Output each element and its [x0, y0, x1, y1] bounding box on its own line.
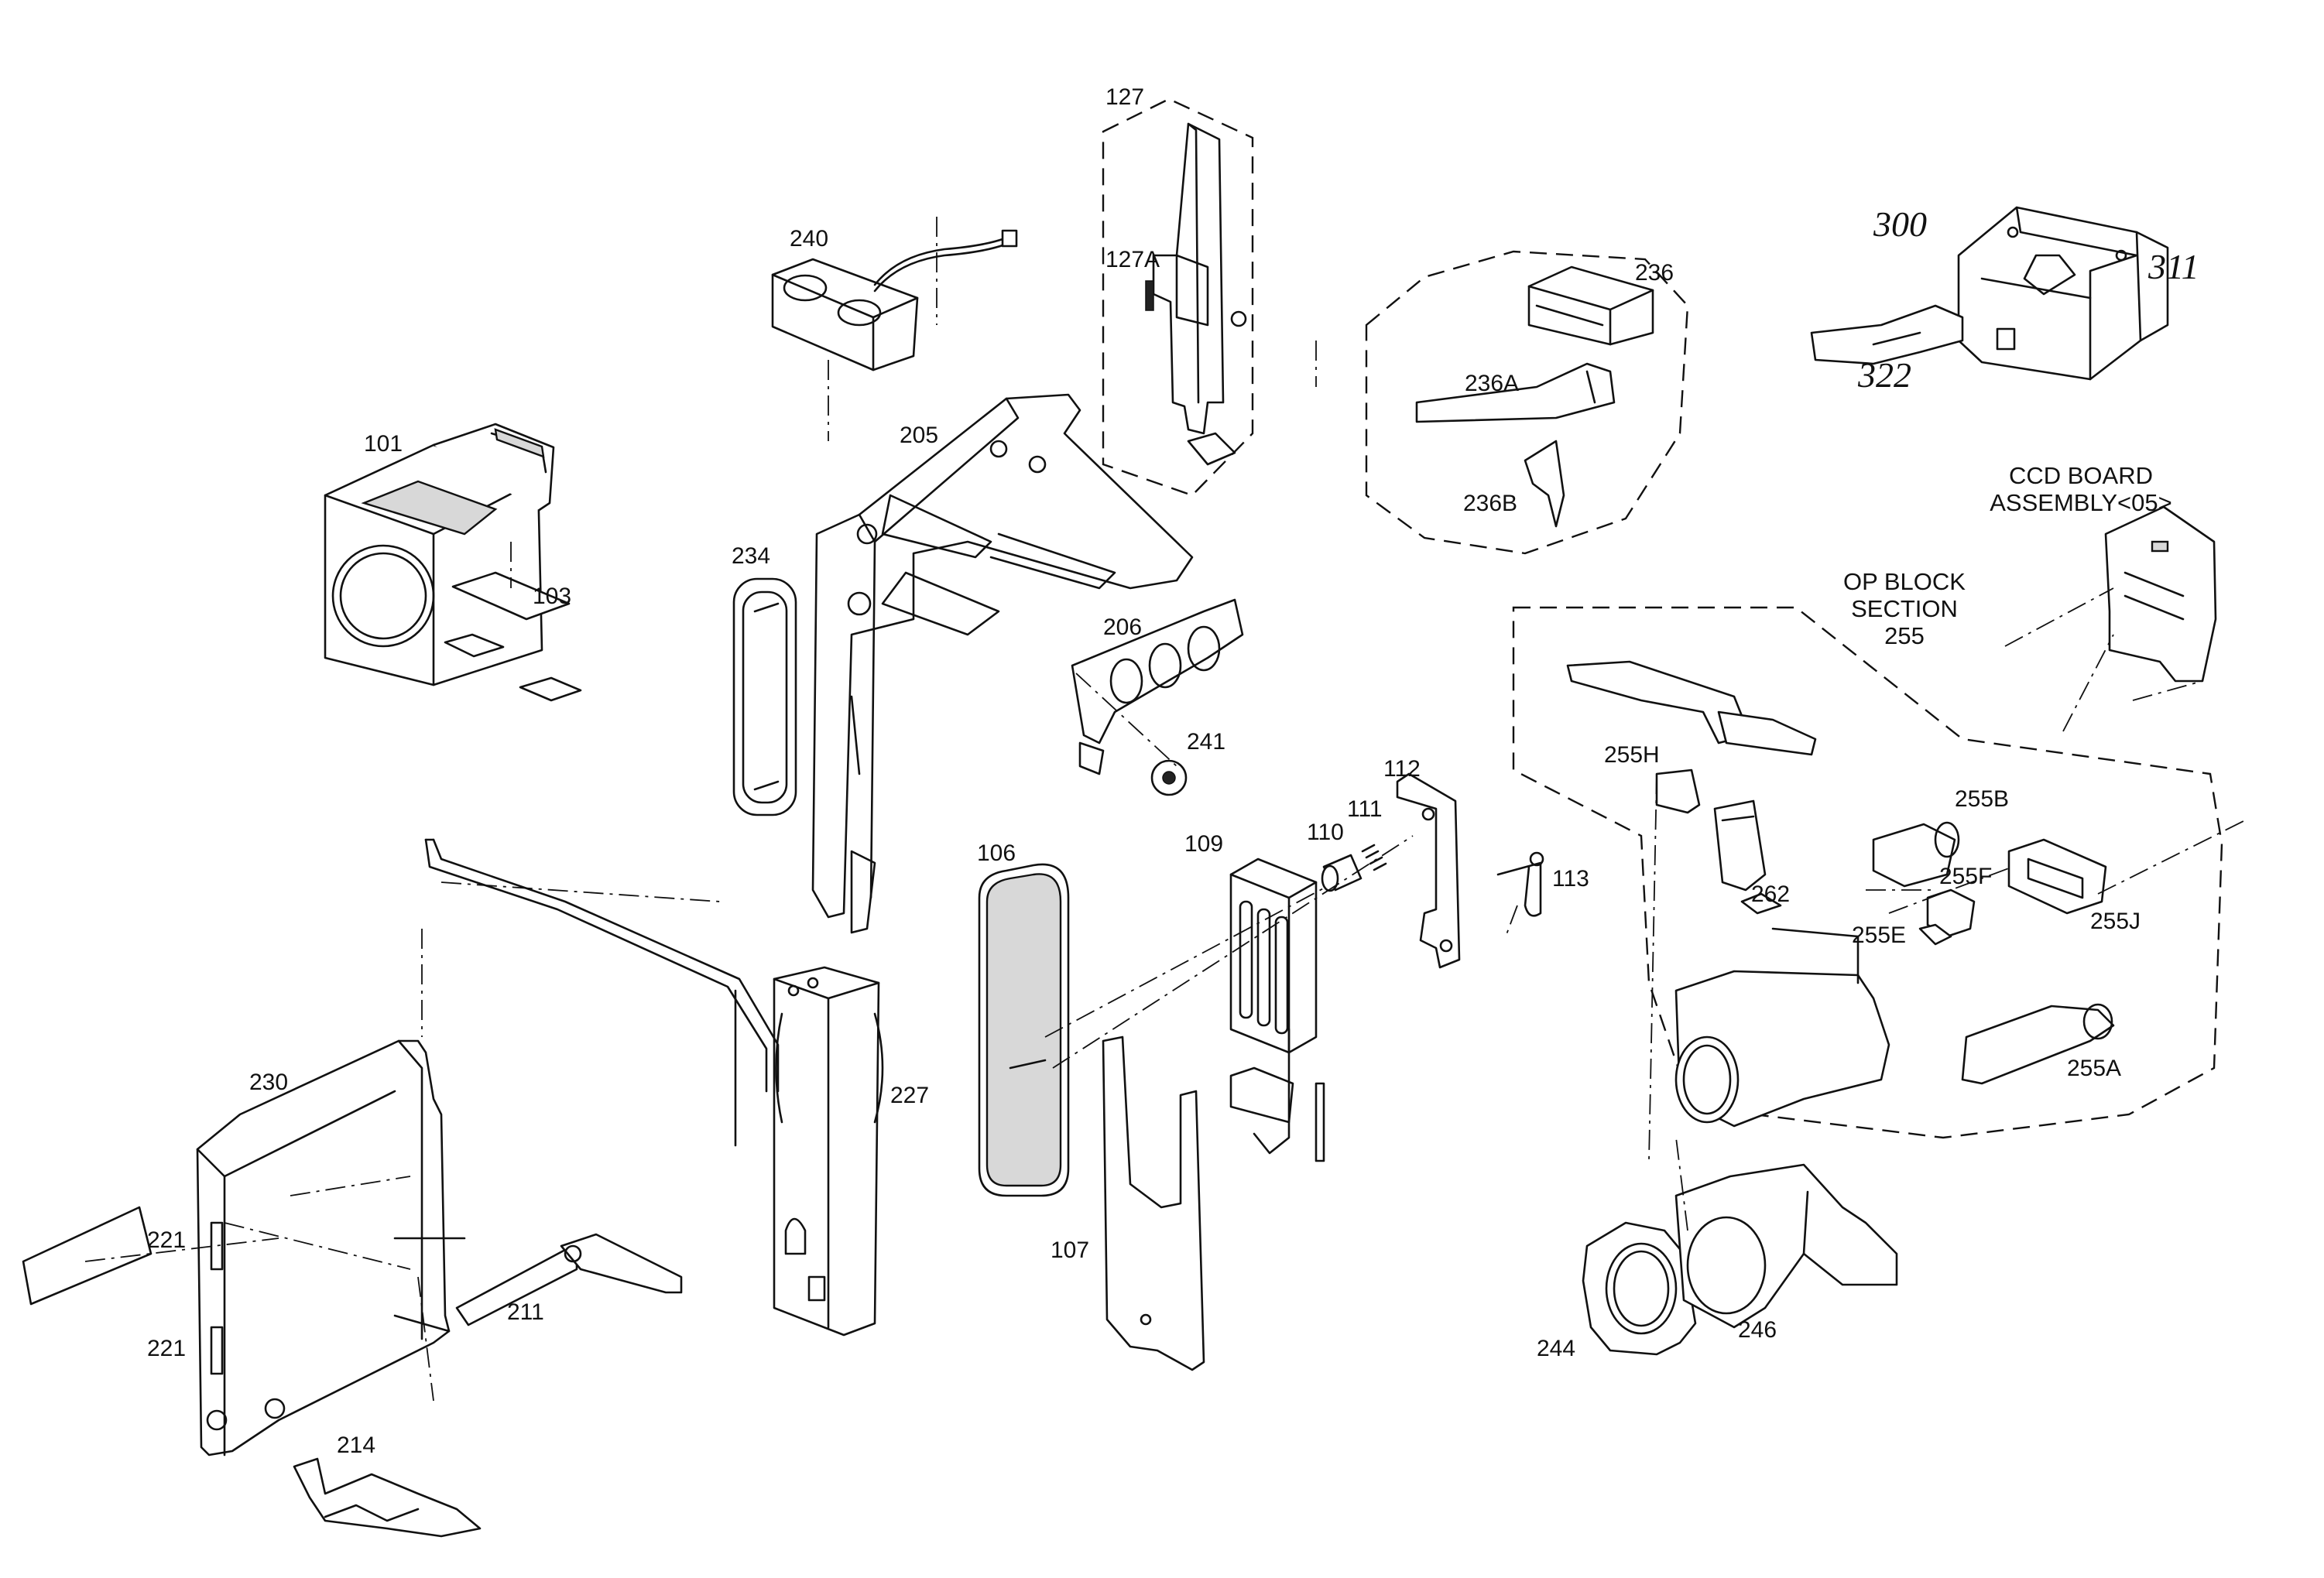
- label-255j: 255J: [2090, 909, 2141, 934]
- part-230-rear-frame: [196, 1039, 466, 1456]
- label-127a: 127A: [1105, 247, 1160, 272]
- part-113-spring: [1496, 851, 1544, 917]
- part-236-group: [1365, 250, 1689, 555]
- label-255e: 255E: [1852, 922, 1906, 948]
- label-113: 113: [1552, 866, 1589, 892]
- part-206-bracket: [1071, 598, 1244, 775]
- label-255a: 255A: [2067, 1056, 2121, 1081]
- part-109-slider: [1229, 857, 1325, 1162]
- label-241: 241: [1187, 729, 1225, 755]
- part-221-label: [22, 1206, 224, 1375]
- label-300: 300: [1873, 204, 1927, 244]
- label-255b: 255B: [1955, 786, 2009, 812]
- label-205: 205: [900, 423, 938, 448]
- part-241-washer: [1150, 759, 1188, 796]
- label-230: 230: [249, 1070, 288, 1095]
- label-246: 246: [1738, 1317, 1777, 1343]
- part-227-frame: [773, 966, 884, 1337]
- label-240: 240: [790, 226, 828, 252]
- part-106-cover: [978, 863, 1070, 1197]
- label-236b: 236B: [1463, 491, 1517, 516]
- label-103: 103: [533, 584, 571, 609]
- label-127: 127: [1105, 84, 1144, 110]
- label-322: 322: [1857, 355, 1911, 395]
- ccd-board-title-line1: CCD BOARD: [2009, 462, 2153, 489]
- label-262: 262: [1751, 881, 1790, 907]
- part-300-unit: [1810, 206, 2169, 381]
- flex-cable: [424, 838, 780, 1147]
- part-246-holder: [1674, 1163, 1898, 1329]
- ccd-board-title-line2: ASSEMBLY<05>: [1990, 489, 2172, 516]
- label-110: 110: [1307, 820, 1344, 845]
- part-214-bracket: [293, 1457, 482, 1538]
- label-107: 107: [1051, 1237, 1089, 1263]
- label-311: 311: [2147, 247, 2199, 286]
- part-110-roller: [1321, 854, 1363, 892]
- op-block-title-line1: OP BLOCK: [1843, 568, 1966, 595]
- part-205-frame: [811, 393, 1194, 934]
- part-234-strip: [732, 577, 797, 816]
- part-112-bracket: [1396, 772, 1461, 969]
- label-234: 234: [732, 543, 770, 569]
- label-255h: 255H: [1604, 742, 1660, 768]
- label-214: 214: [337, 1433, 375, 1458]
- op-block-section: [1512, 606, 2223, 1139]
- part-101-front-cover: [324, 423, 555, 686]
- part-ccd-board: [2104, 505, 2217, 683]
- part-107-plate: [1102, 1035, 1205, 1371]
- label-211: 211: [507, 1299, 544, 1325]
- label-221-bottom: 221: [147, 1336, 186, 1361]
- label-206: 206: [1103, 614, 1142, 640]
- label-227: 227: [890, 1083, 929, 1108]
- label-111: 111: [1347, 796, 1383, 822]
- part-211-lever: [455, 1233, 683, 1326]
- label-236a: 236A: [1465, 371, 1519, 396]
- op-block-title-line2: SECTION: [1851, 595, 1958, 622]
- part-244-ring: [1582, 1221, 1697, 1356]
- label-101: 101: [364, 431, 403, 457]
- label-112: 112: [1383, 756, 1421, 782]
- label-255f: 255F: [1939, 864, 1992, 889]
- part-127-group: [1102, 98, 1254, 497]
- label-236: 236: [1635, 260, 1674, 286]
- label-106: 106: [977, 840, 1016, 866]
- label-109: 109: [1184, 831, 1223, 857]
- part-103-plate: [444, 571, 582, 702]
- op-block-title-line3: 255: [1884, 622, 1925, 649]
- part-111-spring: [1361, 844, 1387, 871]
- label-244: 244: [1537, 1336, 1575, 1361]
- label-221-top: 221: [147, 1227, 186, 1253]
- part-240-speaker: [771, 229, 1018, 371]
- guide-lines: [84, 217, 2246, 1402]
